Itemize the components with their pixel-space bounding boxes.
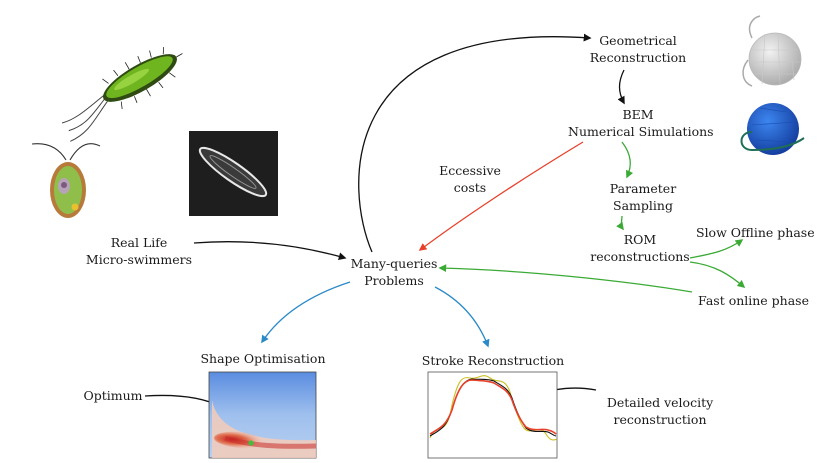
label-detailed-velocity: Detailed velocity reconstruction [600,394,720,428]
node-label-line: Parameter [609,181,677,196]
node-many-queries-problems: Many-queries Problems [348,255,440,289]
node-label-line: reconstructions [590,249,690,264]
label-optimum: Optimum [83,388,143,403]
node-shape-optimisation: Shape Optimisation [200,351,326,366]
node-fast-online-phase: Fast online phase [698,293,809,308]
arrow-many-to-stroke [434,286,490,348]
node-rom-reconstructions: ROM reconstructions [585,231,695,265]
node-slow-offline-phase: Slow Offline phase [696,225,815,240]
arrow-rom-to-fast [689,261,746,289]
node-label-line: Eccessive [439,163,501,178]
alga-icon [31,143,101,218]
node-bem-simulations: BEM Numerical Simulations [568,106,714,140]
arrow-param-to-rom [616,215,624,231]
label-excessive-costs: Eccessive costs [430,162,510,196]
node-label-line: Many-queries [350,256,438,271]
node-label-line: Detailed velocity [606,395,714,410]
arrow-geom-to-bem [617,69,625,105]
arrow-fast-to-many [438,264,693,293]
node-label-line: Numerical Simulations [568,124,714,139]
arrow-many-to-geom [358,33,592,253]
node-stroke-reconstruction: Stroke Reconstruction [421,353,565,368]
arrow-rom-to-slow [689,239,744,259]
node-parameter-sampling: Parameter Sampling [598,180,688,214]
microscope-image [189,131,278,216]
node-label-line: Micro-swimmers [85,252,193,267]
stroke-plot [427,371,558,459]
blue-sphere-icon [740,103,805,155]
gray-sphere-icon [742,15,802,87]
node-label-line: BEM [622,107,654,122]
bacterium-icon [61,46,183,142]
arrow-bem-to-many [418,141,584,251]
node-label-line: ROM [623,232,657,247]
node-label-line: Problems [364,273,424,288]
node-label-line: costs [453,180,487,195]
arrow-bem-to-param [621,141,634,179]
node-geometrical-reconstruction: Geometrical Reconstruction [583,32,693,66]
node-label-line: Real Life [110,235,168,250]
node-label-line: Sampling [613,198,673,213]
heatmap-plot [208,371,317,459]
node-real-life-swimmers: Real Life Micro-swimmers [82,234,196,268]
node-label-line: reconstruction [613,412,707,427]
node-label-line: Reconstruction [589,50,687,65]
arrow-many-to-shape [261,281,351,344]
arrow-real-to-many [193,241,347,261]
node-label-line: Geometrical [599,33,677,48]
